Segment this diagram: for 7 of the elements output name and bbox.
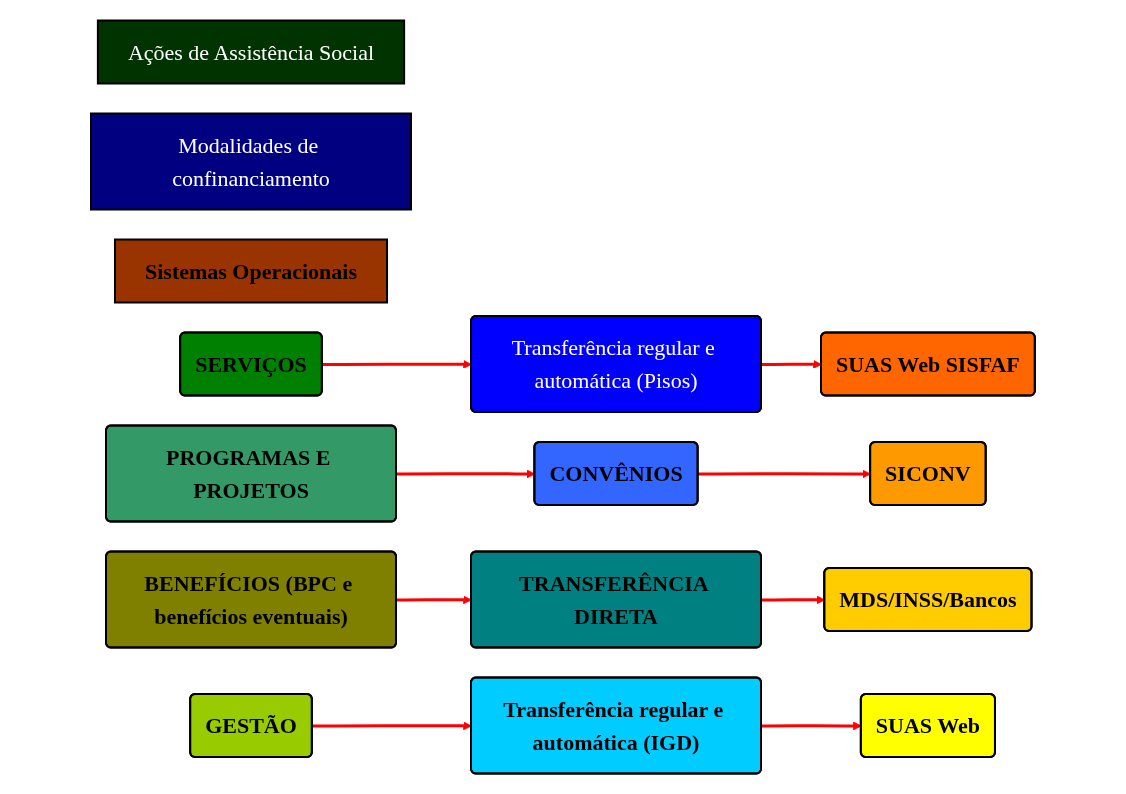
arrow — [761, 359, 822, 369]
arrow — [396, 595, 472, 605]
node-box: Ações de Assistência Social — [97, 19, 406, 85]
node-box: Modalidades de confinanciamento — [90, 112, 413, 211]
node-box: Sistemas Operacionais — [114, 238, 389, 304]
arrow — [322, 359, 472, 369]
arrow — [312, 721, 472, 731]
